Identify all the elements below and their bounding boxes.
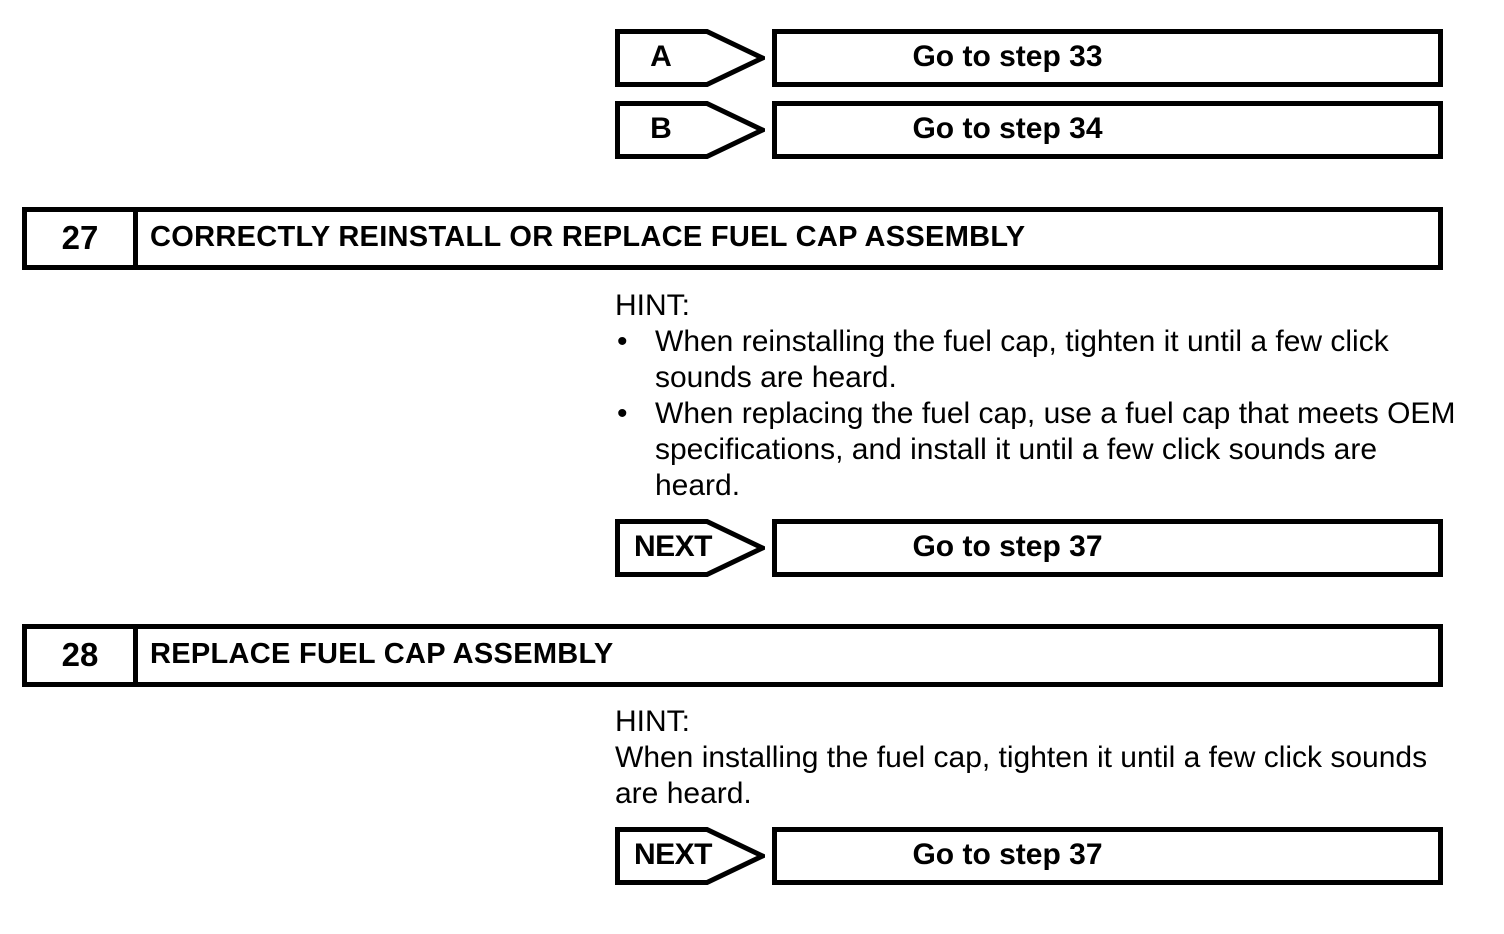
branch-tag-a-label: A [650, 39, 672, 73]
hint-list-item: • When replacing the fuel cap, use a fue… [615, 396, 1465, 504]
hint-list-item: • When reinstalling the fuel cap, tighte… [615, 324, 1465, 396]
pentagon-arrow-shape [615, 29, 765, 87]
bullet-glyph-icon: • [617, 325, 628, 358]
hint-label-27: HINT: [615, 289, 690, 322]
pentagon-arrow-shape [615, 101, 765, 159]
branch-result-box-a[interactable]: Go to step 33 [772, 29, 1443, 87]
branch-tag-a[interactable]: A [615, 29, 765, 87]
hint-list-27: • When reinstalling the fuel cap, tighte… [615, 324, 1465, 504]
hint-text-28: When installing the fuel cap, tighten it… [615, 741, 1428, 810]
next-result-28-text: Go to step 37 [912, 837, 1103, 871]
next-tag-27-label: NEXT [633, 529, 713, 563]
branch-result-box-b[interactable]: Go to step 34 [772, 101, 1443, 159]
next-result-box-27[interactable]: Go to step 37 [772, 519, 1443, 577]
branch-tag-b[interactable]: B [615, 101, 765, 159]
step-title-27: CORRECTLY REINSTALL OR REPLACE FUEL CAP … [150, 221, 1026, 253]
bullet-glyph-icon: • [617, 397, 628, 430]
step-number-27: 27 [27, 212, 138, 265]
step-header-28: 28 REPLACE FUEL CAP ASSEMBLY [22, 624, 1443, 687]
hint-block-28: HINT: When installing the fuel cap, tigh… [615, 704, 1465, 812]
pentagon-arrow-shape [615, 519, 765, 577]
next-tag-28-label: NEXT [633, 837, 713, 871]
hint-label-28: HINT: [615, 705, 690, 738]
branch-result-b-text: Go to step 34 [912, 111, 1103, 145]
step-title-28: REPLACE FUEL CAP ASSEMBLY [150, 638, 614, 670]
step-number-28: 28 [27, 629, 138, 682]
hint-block-27: HINT: • When reinstalling the fuel cap, … [615, 288, 1465, 504]
step-header-27: 27 CORRECTLY REINSTALL OR REPLACE FUEL C… [22, 207, 1443, 270]
next-result-27-text: Go to step 37 [912, 529, 1103, 563]
pentagon-arrow-shape [615, 827, 765, 885]
branch-result-a-text: Go to step 33 [912, 39, 1103, 73]
hint-item-text: When replacing the fuel cap, use a fuel … [655, 397, 1456, 502]
next-result-box-28[interactable]: Go to step 37 [772, 827, 1443, 885]
next-tag-28[interactable]: NEXT [615, 827, 765, 885]
hint-item-text: When reinstalling the fuel cap, tighten … [655, 325, 1389, 394]
branch-tag-b-label: B [650, 111, 672, 145]
next-tag-27[interactable]: NEXT [615, 519, 765, 577]
